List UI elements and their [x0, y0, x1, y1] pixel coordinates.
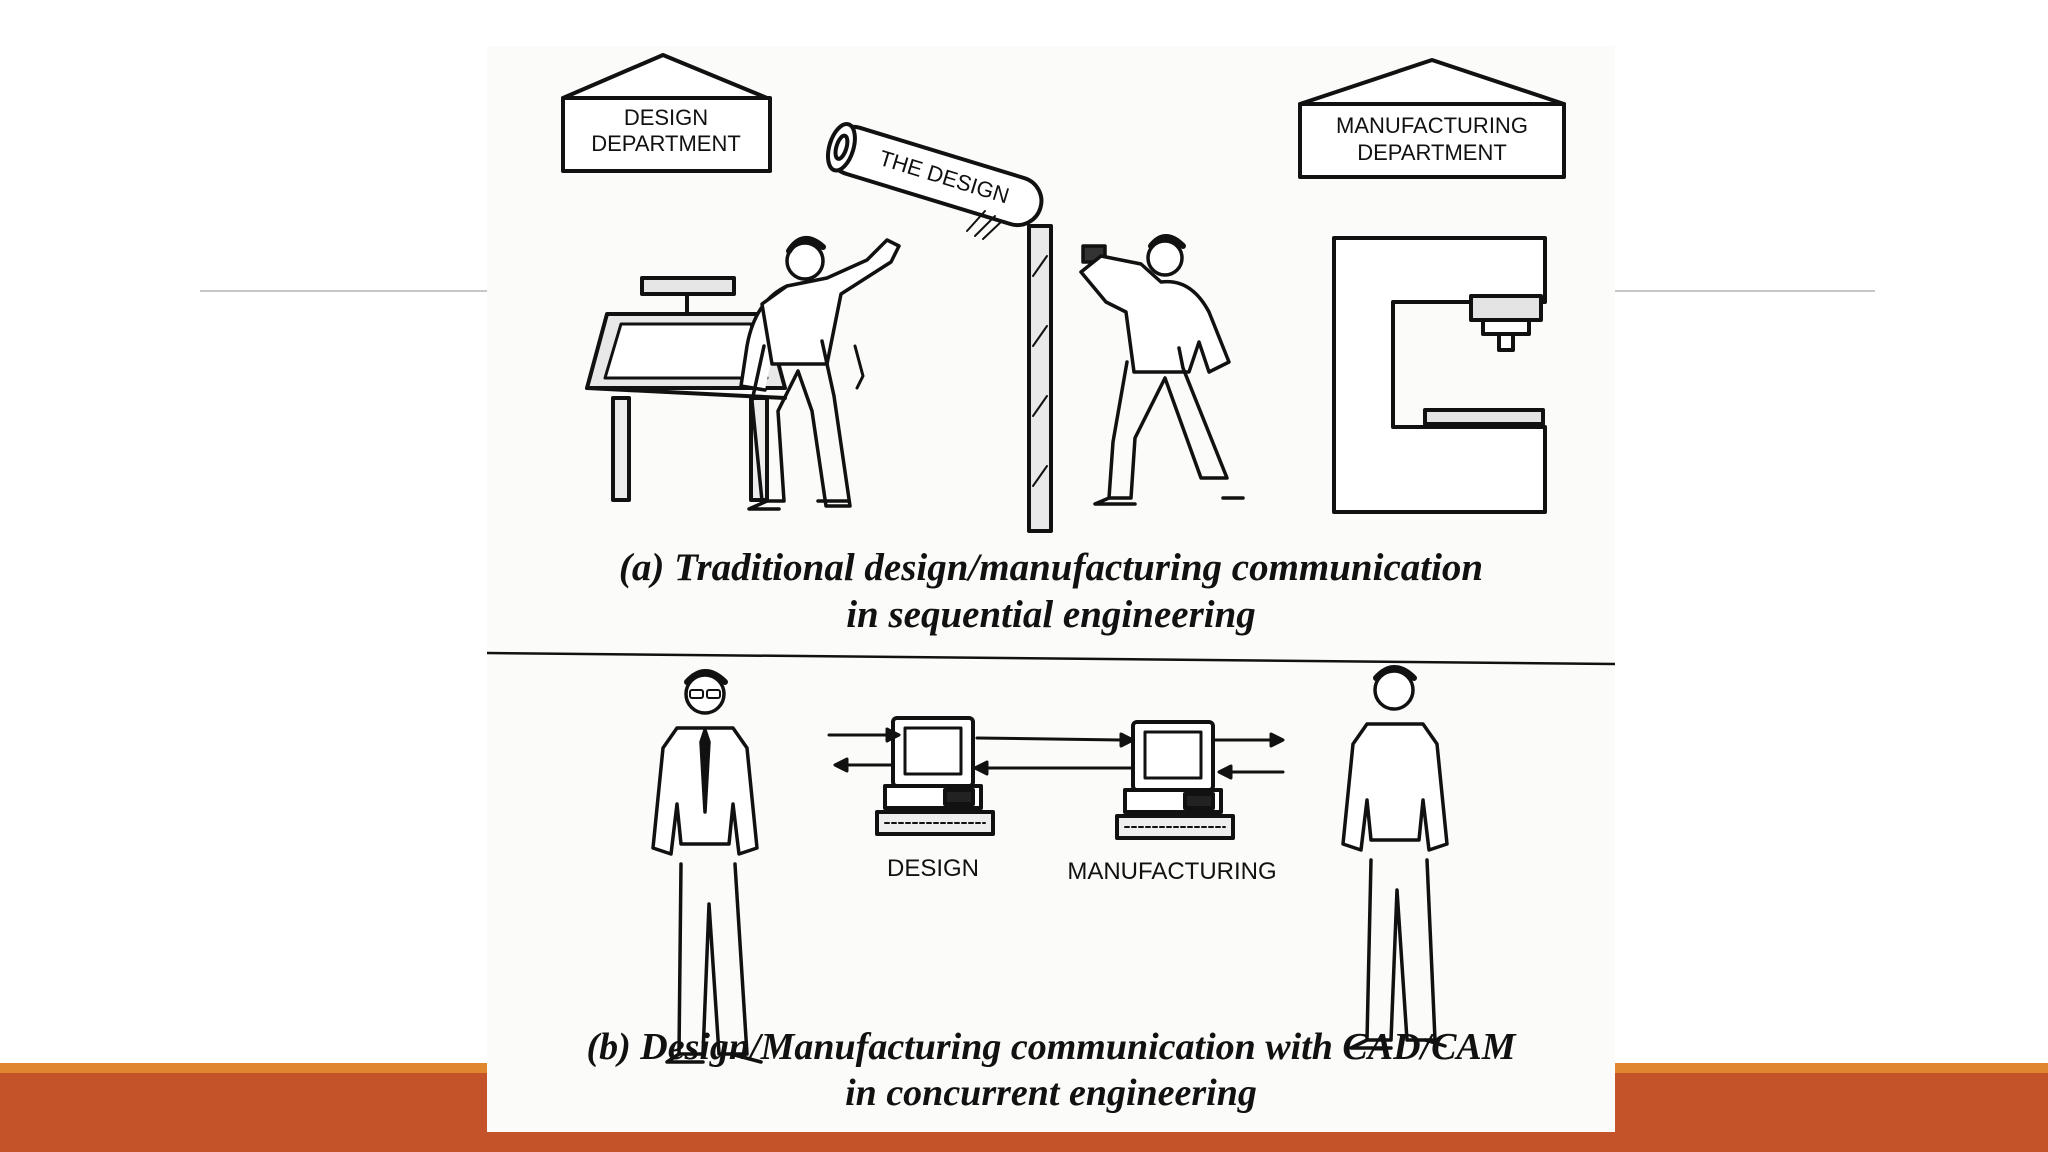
- design-manufacturing-illustration: DESIGN DEPARTMENT MANUFACTURING DEPARTME…: [487, 53, 1615, 1064]
- caption-a-line1: (a) Traditional design/manufacturing com…: [618, 546, 1484, 589]
- design-department-sign: [561, 53, 772, 173]
- decorative-line-right: [1615, 290, 1875, 292]
- manufacturing-department-label-line2: DEPARTMENT: [1357, 140, 1507, 165]
- designer-throwing-figure: [739, 236, 901, 511]
- section-divider: [487, 651, 1615, 666]
- designer-standing-figure: [651, 669, 763, 1064]
- design-department-label-line1: DESIGN: [624, 105, 708, 130]
- computer-design-label: DESIGN: [887, 855, 979, 882]
- caption-b: (b) Design/Manufacturing communication w…: [487, 1025, 1615, 1116]
- caption-b-line2: in concurrent engineering: [845, 1071, 1257, 1114]
- wall-partition: [1027, 224, 1053, 533]
- caption-b-line1: (b) Design/Manufacturing communication w…: [586, 1026, 1516, 1068]
- design-computer-icon: [875, 716, 995, 836]
- manufacturing-department-sign: [1298, 58, 1566, 179]
- computer-manufacturing-label: MANUFACTURING: [1067, 858, 1276, 885]
- manufacturing-computer-icon: [1115, 720, 1235, 840]
- manufacturer-standing-figure: [1341, 665, 1449, 1050]
- decorative-line-left: [200, 290, 488, 292]
- caption-a-line2: in sequential engineering: [846, 592, 1256, 636]
- design-scroll: [825, 122, 1044, 240]
- caption-a: (a) Traditional design/manufacturing com…: [487, 545, 1615, 639]
- manufacturer-catching-figure: [1079, 234, 1245, 506]
- figure-panel: DESIGN DEPARTMENT MANUFACTURING DEPARTME…: [487, 46, 1615, 1132]
- data-exchange-arrows: [827, 727, 1285, 780]
- design-department-label-line2: DEPARTMENT: [591, 131, 741, 156]
- manufacturing-department-label-line1: MANUFACTURING: [1336, 113, 1528, 138]
- machine-tool-icon: [1332, 236, 1547, 514]
